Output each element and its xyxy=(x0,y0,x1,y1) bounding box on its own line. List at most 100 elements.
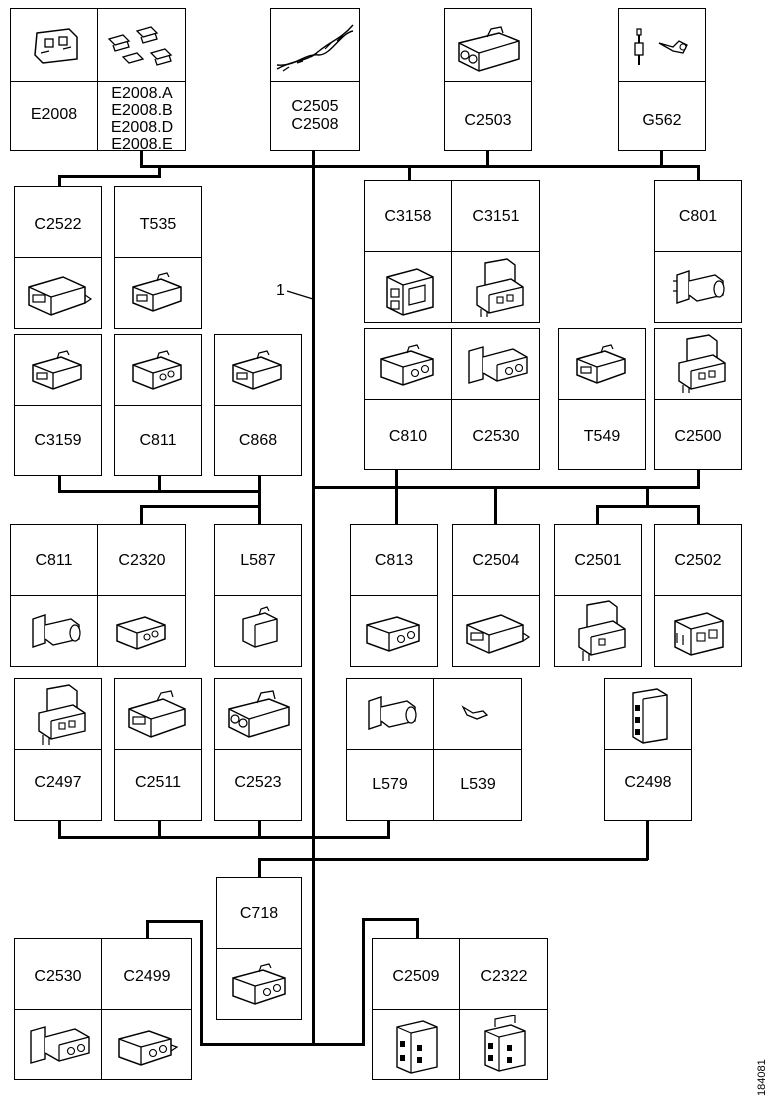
label-e2008-d: E2008.D xyxy=(110,119,174,136)
label-c2509: C2509 xyxy=(392,968,440,985)
label-c2499: C2499 xyxy=(123,968,171,985)
box-c2501: C2501 xyxy=(554,524,642,667)
connector-icon xyxy=(466,614,531,654)
drop-g562 xyxy=(660,148,663,166)
label-c2501: C2501 xyxy=(574,552,622,569)
label-c2502: C2502 xyxy=(674,552,722,569)
connector-icon xyxy=(674,612,724,656)
label-c2322: C2322 xyxy=(480,968,528,985)
box-c2523: C2523 xyxy=(214,678,302,821)
top-bus-wire xyxy=(140,165,700,168)
label-c2530-b: C2530 xyxy=(34,968,82,985)
c811-c2320-bus xyxy=(140,505,260,508)
label-c2530: C2530 xyxy=(472,428,520,445)
connector-icon xyxy=(380,344,434,386)
box-c3158-c3151: C3158 C3151 xyxy=(364,180,540,323)
bottom-bus xyxy=(200,1043,365,1046)
c801-drop xyxy=(697,166,700,180)
terminal-icon xyxy=(461,705,489,720)
c2509-loop-h xyxy=(362,918,418,921)
c813-drop xyxy=(395,470,398,525)
box-c2505: C2505 C2508 xyxy=(270,8,360,151)
connector-icon xyxy=(30,1026,90,1064)
box-l587: L587 xyxy=(214,524,302,667)
connector-icon xyxy=(132,272,182,312)
label-c3159: C3159 xyxy=(34,432,82,449)
label-c801: C801 xyxy=(678,208,718,225)
c2509-loop-v xyxy=(362,918,365,1046)
label-c2505: C2505 xyxy=(291,98,339,115)
box-g562: G562 xyxy=(618,8,706,151)
label-c2508: C2508 xyxy=(291,116,339,133)
connector-icon xyxy=(28,276,93,316)
label-c2503: C2503 xyxy=(464,112,512,129)
connector-icon xyxy=(232,350,282,390)
c2501-drop xyxy=(646,487,649,505)
c2499-loop-h xyxy=(146,920,202,923)
box-c868: C868 xyxy=(214,334,302,476)
label-c2320: C2320 xyxy=(118,552,166,569)
c2511-drop xyxy=(158,820,161,838)
label-c813: C813 xyxy=(374,552,414,569)
box-t535: T535 xyxy=(114,186,202,329)
connector-icon xyxy=(116,616,166,650)
box-c811: C811 xyxy=(114,334,202,476)
wire-callout: 1 xyxy=(276,282,285,299)
connector-icon xyxy=(32,614,81,648)
connector-icon xyxy=(366,616,420,652)
connector-icon xyxy=(232,963,286,1005)
label-e2008-e: E2008.E xyxy=(111,136,173,153)
c2522-drop xyxy=(58,175,61,187)
box-c2500: C2500 xyxy=(654,328,742,470)
box-c2503: C2503 xyxy=(444,8,532,151)
connector-icon xyxy=(484,1015,526,1072)
c2509-loop-drop xyxy=(416,918,419,938)
label-l587: L587 xyxy=(240,552,276,569)
c2499-loop-v xyxy=(200,920,203,1045)
callout-leader xyxy=(286,290,314,300)
label-g562: G562 xyxy=(642,112,682,129)
label-c2500: C2500 xyxy=(674,428,722,445)
ground-terminal-icon xyxy=(634,28,688,65)
box-c2511: C2511 xyxy=(114,678,202,821)
t535-bridge xyxy=(58,175,160,178)
bottom-left-bus xyxy=(58,836,390,839)
box-c718: C718 xyxy=(216,877,302,1020)
box-t549: T549 xyxy=(558,328,646,470)
box-c810-c2530: C810 C2530 xyxy=(364,328,540,470)
connector-icon xyxy=(32,350,82,390)
label-e2008-a: E2008.A xyxy=(111,85,173,102)
box-c2498: C2498 xyxy=(604,678,692,821)
c2499-loop-drop xyxy=(146,920,149,938)
label-c718: C718 xyxy=(239,905,279,922)
label-c3151: C3151 xyxy=(472,208,520,225)
box-c2504: C2504 xyxy=(452,524,540,667)
connector-icon xyxy=(38,684,86,745)
connector-icon xyxy=(368,696,417,730)
box-l579-l539: L579 L539 xyxy=(346,678,522,821)
c2500-riser xyxy=(697,470,700,488)
label-c810: C810 xyxy=(388,428,428,445)
label-e2008: E2008 xyxy=(30,106,78,123)
label-c2511: C2511 xyxy=(135,774,181,791)
c811-c2320-drop xyxy=(140,505,143,525)
connector-icon xyxy=(34,28,78,64)
connector-icon xyxy=(396,1020,438,1074)
label-c811: C811 xyxy=(139,432,177,449)
left-low-c868 xyxy=(258,474,261,524)
box-c801: C801 xyxy=(654,180,742,323)
label-e2008-b: E2008.B xyxy=(111,102,173,119)
t535-riser xyxy=(158,166,161,178)
c2523-drop xyxy=(258,820,261,838)
label-c2497: C2497 xyxy=(34,774,82,791)
box-c811-c2320: C811 C2320 xyxy=(10,524,186,667)
drop-c2503 xyxy=(486,148,489,166)
c2504-drop xyxy=(494,487,497,525)
label-c2504: C2504 xyxy=(472,552,520,569)
left-low-c3159 xyxy=(58,474,61,492)
box-c2530-c2499: C2530 C2499 xyxy=(14,938,192,1080)
c3158-drop xyxy=(408,166,411,180)
connector-icon xyxy=(128,690,186,738)
label-c2523: C2523 xyxy=(234,774,282,791)
